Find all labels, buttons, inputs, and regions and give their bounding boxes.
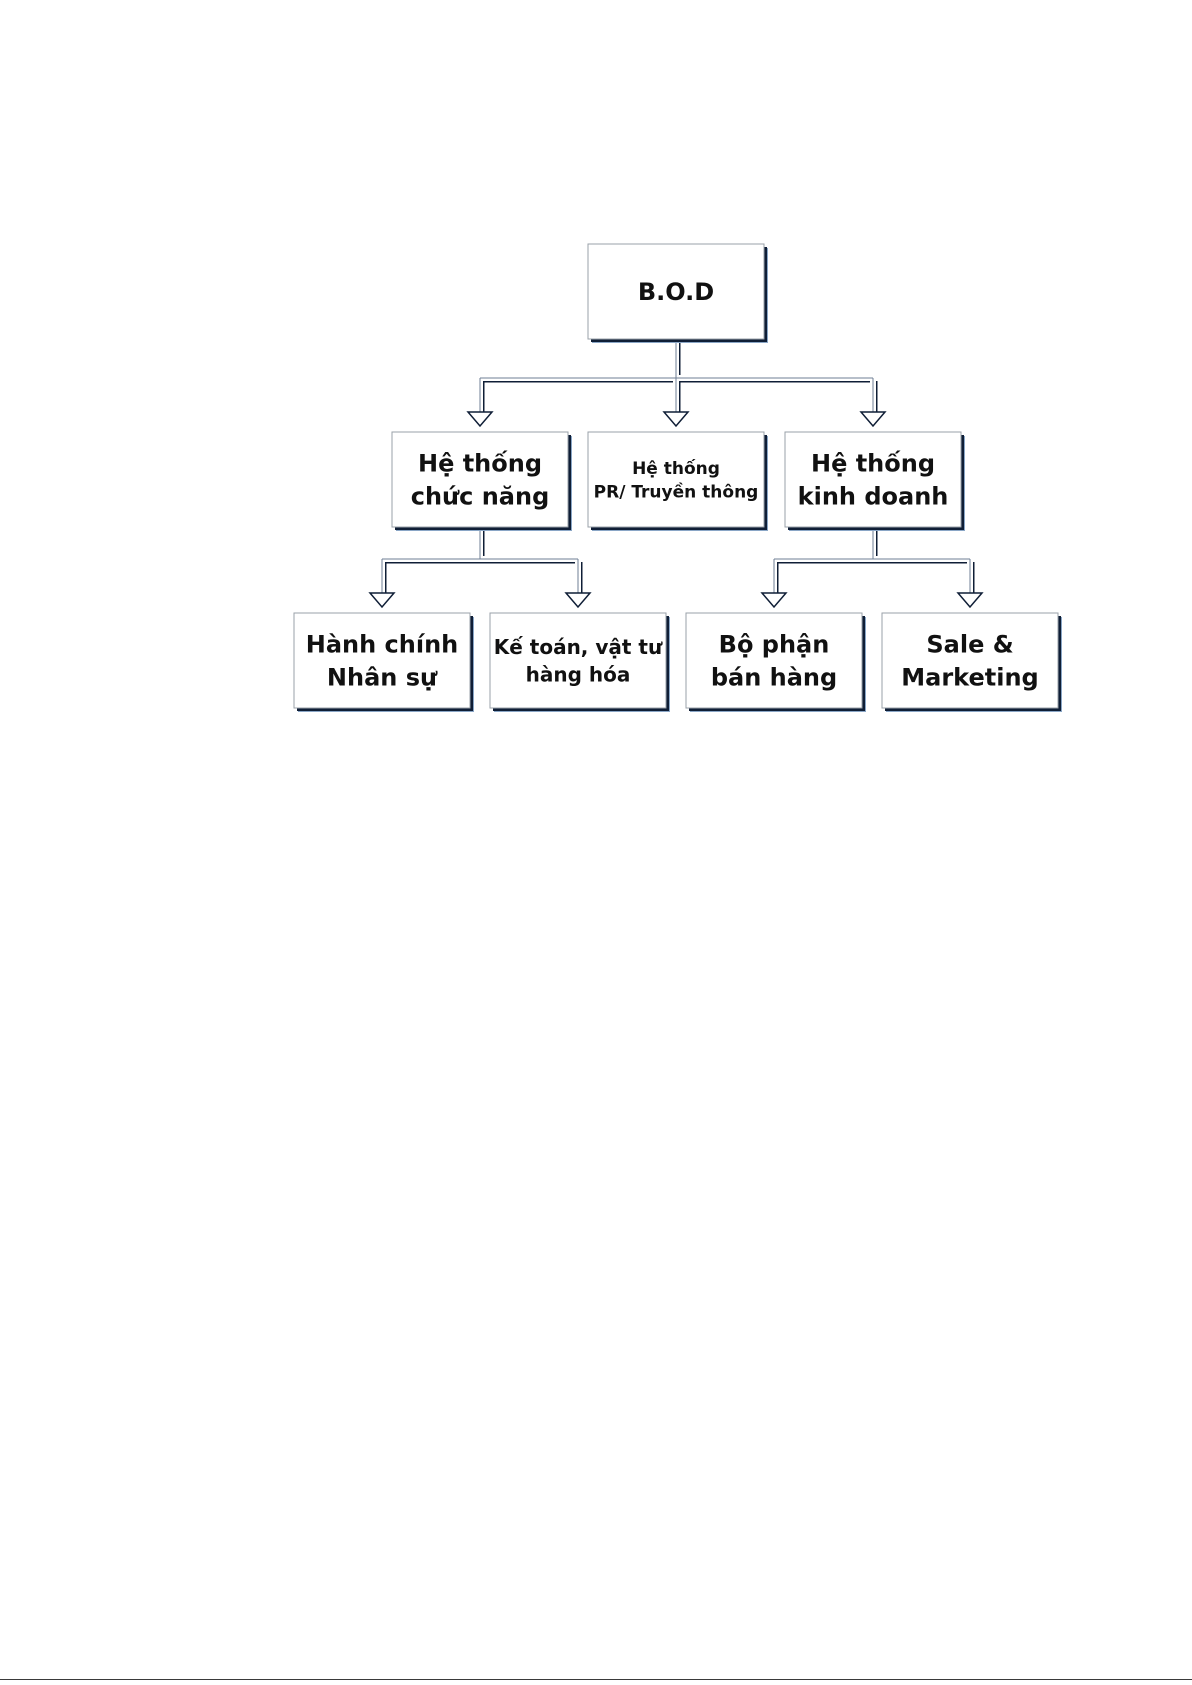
node-level3-4-box <box>882 613 1058 708</box>
node-level2-2-box <box>588 432 764 527</box>
node-level2-2-label-line-1: Hệ thống <box>632 458 720 479</box>
connector-bod-to-level2-arrow-1 <box>468 412 492 426</box>
connector-kinhdoanh-to-children-line <box>774 527 970 593</box>
node-level3-1-label-line-1: Hành chính <box>306 631 459 659</box>
node-level3-3-label-line-2: bán hàng <box>711 664 837 692</box>
node-level2-1: Hệ thống chức năng <box>392 432 572 531</box>
node-level2-1-box <box>392 432 568 527</box>
node-level2-3: Hệ thống kinh doanh <box>785 432 965 531</box>
node-level3-4-label-line-2: Marketing <box>901 664 1038 692</box>
connector-chucnang-to-children-arrow-1 <box>370 593 394 607</box>
connector-bod-to-level2-arrow-3 <box>861 412 885 426</box>
node-level3-2: Kế toán, vật tư hàng hóa <box>490 613 670 712</box>
connector-kinhdoanh-to-children-arrow-2 <box>958 593 982 607</box>
node-level2-1-label-line-2: chức năng <box>411 483 550 511</box>
node-level3-2-label-line-2: hàng hóa <box>526 663 631 687</box>
node-level3-4-label-line-1: Sale & <box>926 631 1013 659</box>
node-level3-1-label-line-2: Nhân sự <box>327 664 438 692</box>
connector-kinhdoanh-to-children <box>762 527 982 607</box>
node-level3-3-box <box>686 613 862 708</box>
node-level2-3-label-line-2: kinh doanh <box>798 483 949 511</box>
connector-chucnang-to-children-arrow-2 <box>566 593 590 607</box>
node-level2-3-label-line-1: Hệ thống <box>811 450 935 478</box>
page-footer-line <box>0 1679 1192 1680</box>
node-level3-2-label-line-1: Kế toán, vật tư <box>494 635 663 659</box>
node-level3-4: Sale & Marketing <box>882 613 1062 712</box>
node-level2-2-label-line-2: PR/ Truyền thông <box>594 481 759 502</box>
node-bod: B.O.D <box>588 244 768 343</box>
node-level3-3-label-line-1: Bộ phận <box>719 631 830 659</box>
node-level2-1-label-line-1: Hệ thống <box>418 450 542 478</box>
connector-kinhdoanh-to-children-arrow-1 <box>762 593 786 607</box>
connector-bod-to-level2 <box>468 339 885 426</box>
node-level2-3-box <box>785 432 961 527</box>
node-level3-3: Bộ phận bán hàng <box>686 613 866 712</box>
node-bod-label-line-1: B.O.D <box>638 278 714 306</box>
node-level3-2-box <box>490 613 666 708</box>
connector-chucnang-to-children <box>370 527 590 607</box>
node-level3-1-box <box>294 613 470 708</box>
connector-bod-to-level2-arrow-2 <box>664 412 688 426</box>
